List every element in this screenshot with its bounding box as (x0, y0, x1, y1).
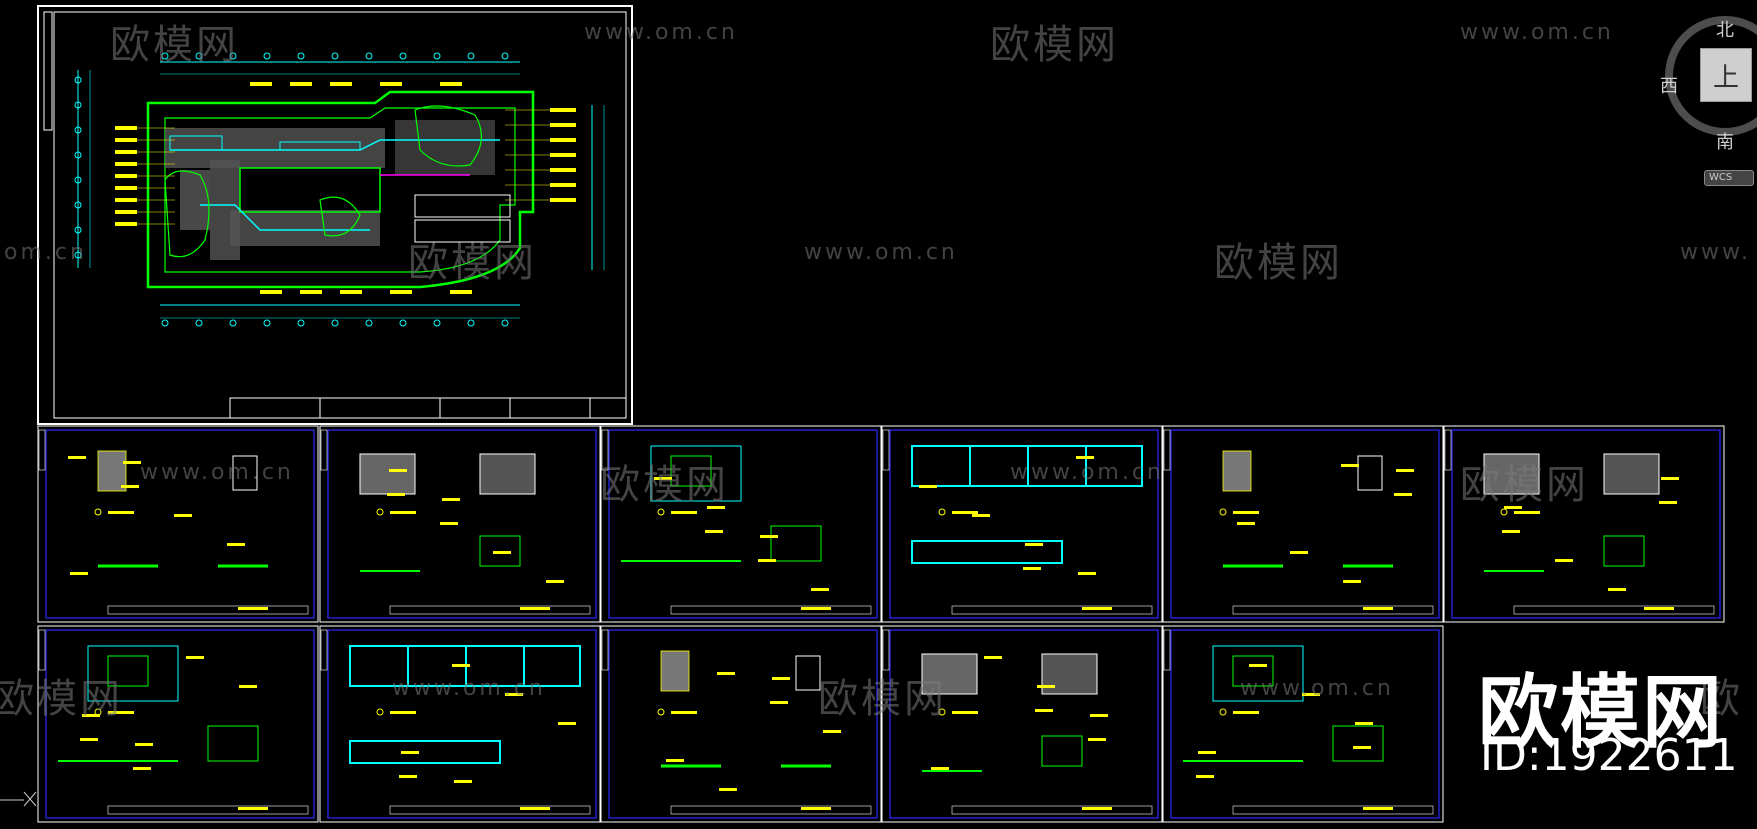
leader-label (550, 123, 576, 127)
leader-label (550, 183, 576, 187)
grid-marker (365, 319, 373, 327)
grid-marker (297, 319, 305, 327)
leader-label (300, 290, 322, 294)
leader-label (115, 162, 137, 166)
grid-marker (263, 52, 271, 60)
grid-marker (433, 52, 441, 60)
watermark-url: www.om.cn (1240, 676, 1394, 701)
watermark-logo: 欧模网 (990, 22, 1119, 68)
detail-sheet[interactable] (881, 625, 1163, 823)
leader-label (260, 290, 282, 294)
watermark-url: om.cn (4, 240, 87, 265)
leader-label (115, 198, 137, 202)
grid-marker (297, 52, 305, 60)
detail-sheet[interactable] (319, 425, 601, 623)
leader-label (340, 290, 362, 294)
ucs-icon (0, 791, 37, 807)
grid-marker (195, 52, 203, 60)
grid-marker (263, 319, 271, 327)
leader-label (440, 82, 462, 86)
leader-label (115, 138, 137, 142)
grid-marker (229, 52, 237, 60)
leader-label (380, 82, 402, 86)
watermark-logo: 欧模网 (0, 676, 123, 722)
brand-logo: 欧模网 (1478, 666, 1724, 759)
leader-label (115, 174, 137, 178)
watermark-logo: 欧模网 (818, 676, 947, 722)
leader-label (290, 82, 312, 86)
viewcube-north[interactable]: 北 (1716, 20, 1734, 41)
watermark-logo: 欧 (1700, 676, 1743, 722)
watermark-logo: 欧模网 (1460, 462, 1589, 508)
detail-sheet[interactable] (600, 625, 882, 823)
brand-id: ID:1922611 (1480, 730, 1738, 781)
detail-sheet[interactable] (37, 625, 319, 823)
leader-label (550, 168, 576, 172)
grid-marker (433, 319, 441, 327)
grid-marker (161, 52, 169, 60)
grid-marker (501, 52, 509, 60)
watermark-url: www.om.cn (1460, 20, 1614, 45)
grid-marker (467, 52, 475, 60)
watermark-url: www.om.cn (140, 460, 294, 485)
leader-label (115, 186, 137, 190)
detail-sheet[interactable] (319, 625, 601, 823)
leader-label (115, 150, 137, 154)
detail-sheet[interactable] (881, 425, 1163, 623)
leader-label (450, 290, 472, 294)
grid-marker (229, 319, 237, 327)
grid-marker (195, 319, 203, 327)
detail-sheet[interactable] (600, 425, 882, 623)
leader-label (390, 290, 412, 294)
watermark-logo: 欧模网 (1214, 240, 1343, 286)
viewcube-west[interactable]: 西 (1660, 76, 1678, 97)
watermark-logo: 欧模网 (600, 462, 729, 508)
leader-label (550, 108, 576, 112)
grid-marker (365, 52, 373, 60)
grid-marker (399, 52, 407, 60)
detail-sheet[interactable] (37, 425, 319, 623)
grid-marker (501, 319, 509, 327)
watermark-url: www.om.cn (392, 676, 546, 701)
leader-label (115, 222, 137, 226)
grid-marker (467, 319, 475, 327)
leader-label (115, 210, 137, 214)
watermark-url: www.om.cn (804, 240, 958, 265)
watermark-logo: 欧模网 (408, 240, 537, 286)
detail-sheet[interactable] (1162, 425, 1444, 623)
detail-sheet-grid (37, 425, 1725, 823)
leader-label (550, 198, 576, 202)
detail-sheet[interactable] (1443, 425, 1725, 623)
grid-marker (399, 319, 407, 327)
grid-marker (161, 319, 169, 327)
leader-label (550, 138, 576, 142)
leader-label (330, 82, 352, 86)
leader-label (115, 126, 137, 130)
wcs-menu[interactable]: WCS (1704, 170, 1754, 186)
viewcube-compass[interactable] (1665, 16, 1757, 136)
grid-marker (331, 52, 339, 60)
site-plan-sheet[interactable] (37, 5, 633, 425)
plan-leader-labels (115, 82, 576, 294)
viewcube-top-face[interactable]: 上 (1700, 48, 1752, 102)
watermark-url: www.om.cn (584, 20, 738, 45)
watermark-url: www.om.cn (1010, 460, 1164, 485)
leader-label (250, 82, 272, 86)
detail-sheet[interactable] (1162, 625, 1444, 823)
grid-marker (331, 319, 339, 327)
title-block (229, 397, 627, 419)
leader-label (550, 153, 576, 157)
watermark-url: www. (1680, 240, 1751, 265)
viewcube-south[interactable]: 南 (1716, 132, 1734, 153)
watermark-logo: 欧模网 (110, 22, 239, 68)
